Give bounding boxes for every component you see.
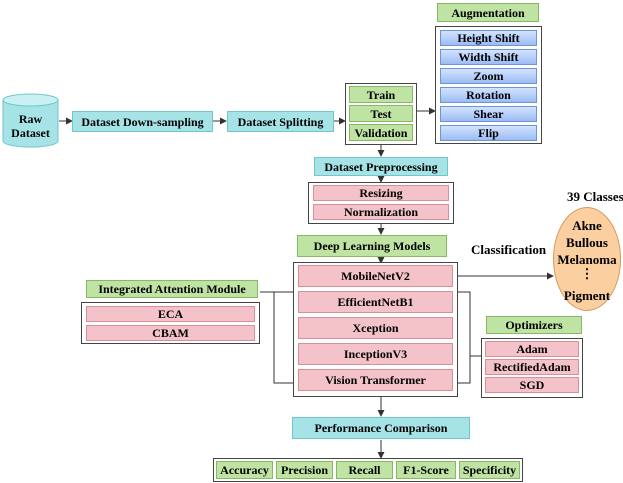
class-ellipsis: ⋮ — [580, 266, 594, 281]
class-pigment: Pigment — [563, 288, 611, 303]
augmentation-title: Augmentation — [437, 3, 539, 22]
raw-dataset-label-1: Raw — [18, 112, 43, 126]
aug-rotation: Rotation — [440, 87, 537, 103]
raw-dataset-label-2: Dataset — [11, 126, 50, 140]
prep-resizing: Resizing — [313, 185, 449, 201]
attention-title: Integrated Attention Module — [86, 280, 258, 298]
metric-f1-score: F1-Score — [396, 461, 456, 479]
class-melanoma: Melanoma — [557, 252, 617, 267]
prep-normalization: Normalization — [313, 204, 449, 220]
model-efficientnetb1: EfficientNetB1 — [298, 291, 453, 313]
opt-rectifiedadam: RectifiedAdam — [485, 359, 579, 375]
model-mobilenetv2: MobileNetV2 — [298, 265, 453, 287]
model-vision-transformer: Vision Transformer — [298, 369, 453, 391]
attention-cbam: CBAM — [86, 325, 255, 341]
attention-eca: ECA — [86, 306, 255, 322]
opt-sgd: SGD — [485, 377, 579, 393]
classes-ellipse: Akne Bullous Melanoma ⋮ Pigment — [553, 207, 621, 311]
aug-height-shift: Height Shift — [440, 30, 537, 46]
preprocessing-title: Dataset Preprocessing — [314, 157, 448, 176]
classes-title: 39 Classes — [567, 189, 623, 204]
metric-accuracy: Accuracy — [216, 461, 273, 479]
dataset-downsampling-box: Dataset Down-sampling — [72, 111, 213, 132]
aug-zoom: Zoom — [440, 68, 537, 84]
performance-title: Performance Comparison — [292, 417, 470, 439]
metric-specificity: Specificity — [459, 461, 520, 479]
raw-dataset-cylinder: Raw Dataset — [2, 93, 59, 149]
dataset-splitting-box: Dataset Splitting — [227, 111, 334, 132]
aug-flip: Flip — [440, 125, 537, 141]
aug-width-shift: Width Shift — [440, 49, 537, 65]
model-xception: Xception — [298, 317, 453, 339]
split-test: Test — [349, 105, 413, 122]
split-train: Train — [349, 86, 413, 103]
model-inceptionv3: InceptionV3 — [298, 343, 453, 365]
metric-recall: Recall — [336, 461, 393, 479]
classification-label: Classification — [471, 242, 547, 257]
opt-adam: Adam — [485, 341, 579, 357]
aug-shear: Shear — [440, 106, 537, 122]
optimizers-title: Optimizers — [486, 316, 582, 334]
class-bullous: Bullous — [566, 235, 608, 250]
metric-precision: Precision — [276, 461, 333, 479]
models-title: Deep Learning Models — [297, 235, 447, 257]
class-akne: Akne — [572, 218, 602, 233]
split-validation: Validation — [349, 124, 413, 141]
